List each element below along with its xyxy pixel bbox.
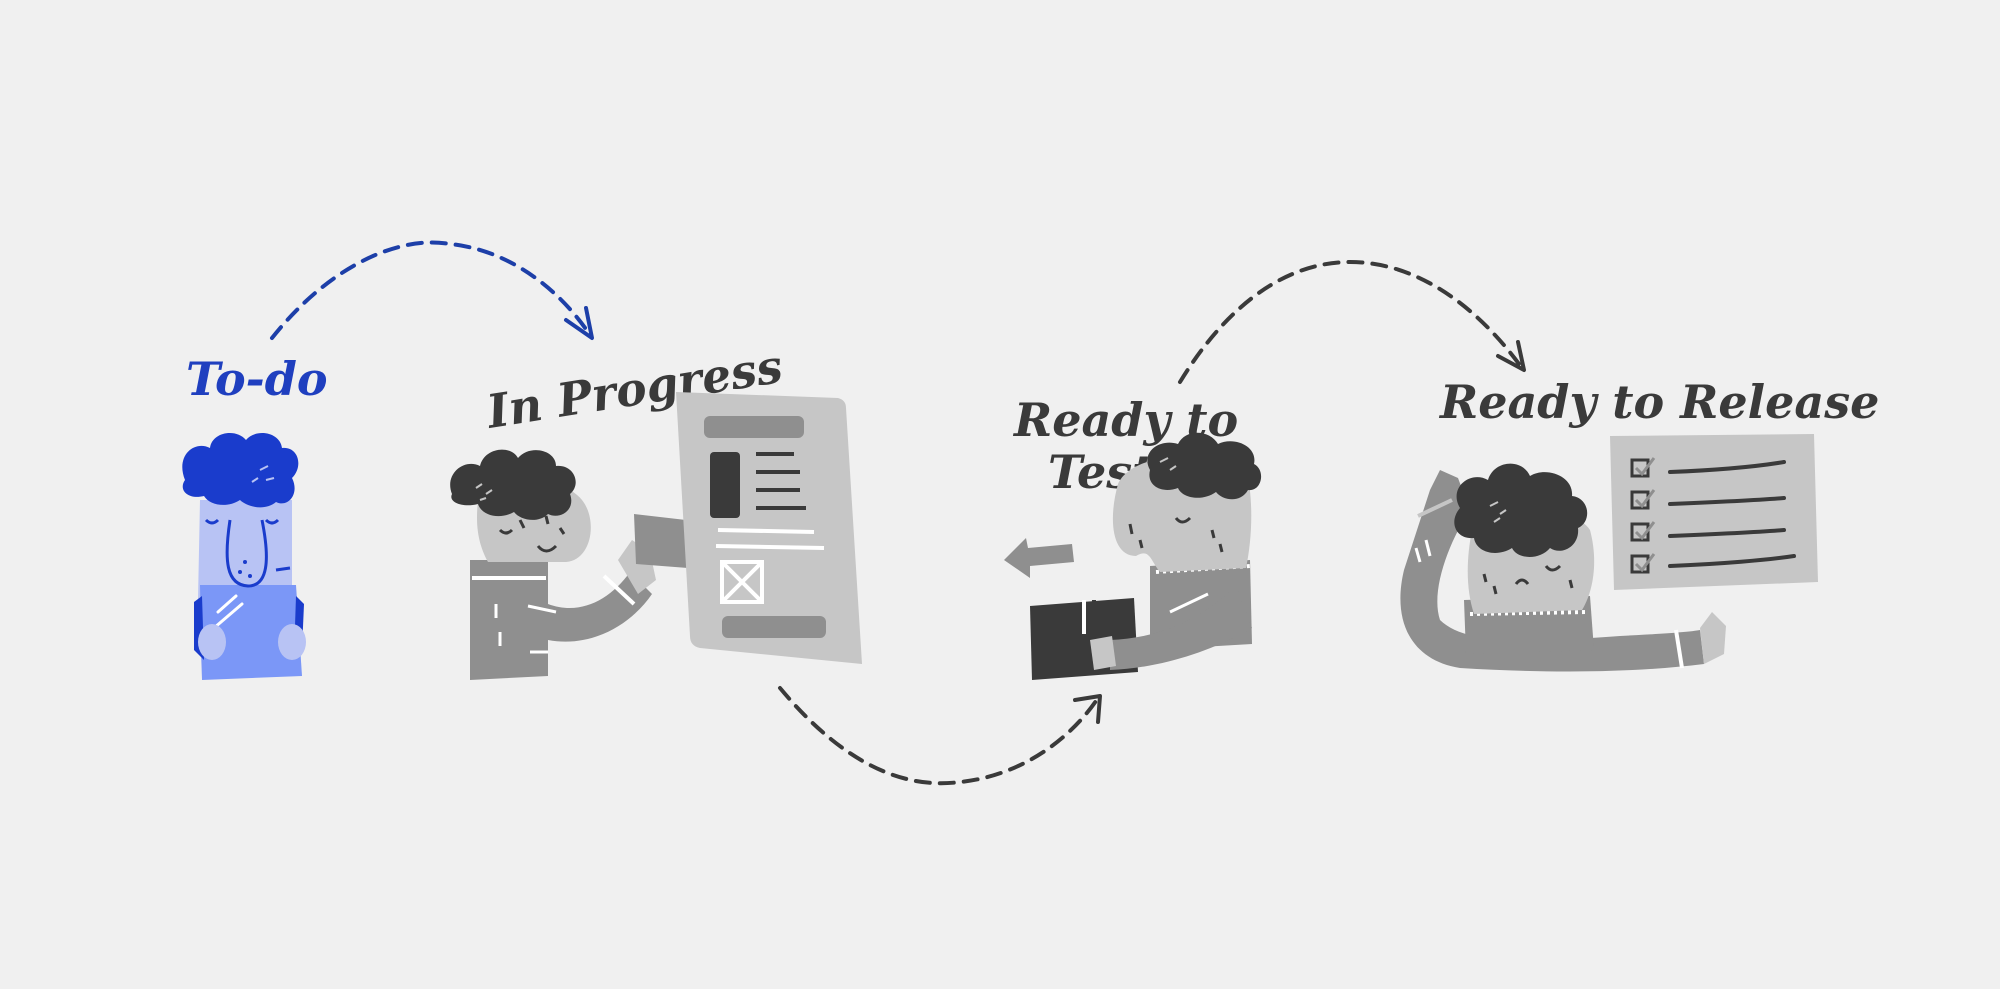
stage-label-ready-to-release: Ready to Release [1438,375,1879,429]
left-arrow-icon [1004,538,1074,578]
checklist-icon [1610,434,1818,590]
person-icon [470,560,548,680]
checklist-row [1630,489,1786,510]
checklist-row [1630,553,1796,574]
document-in-progress [676,392,862,664]
stage-label-todo: To-do [186,352,328,406]
person-todo [182,433,306,680]
arrow-test-to-release [1178,259,1526,384]
checklist-row [1630,521,1786,542]
arrow-inprogress-to-test [778,686,1102,786]
checklist-row [1630,457,1786,478]
person-ready-to-test [1004,432,1262,680]
person-ready-to-release [1400,463,1726,672]
dashed-arrow-icon [778,686,1100,786]
dashed-arrow-icon [270,240,592,340]
dashed-arrow-icon [1178,259,1524,384]
checklist-ready-to-release [1610,434,1818,590]
arrow-todo-to-inprogress [270,240,594,340]
person-icon [1400,470,1704,672]
person-in-progress [450,449,688,680]
